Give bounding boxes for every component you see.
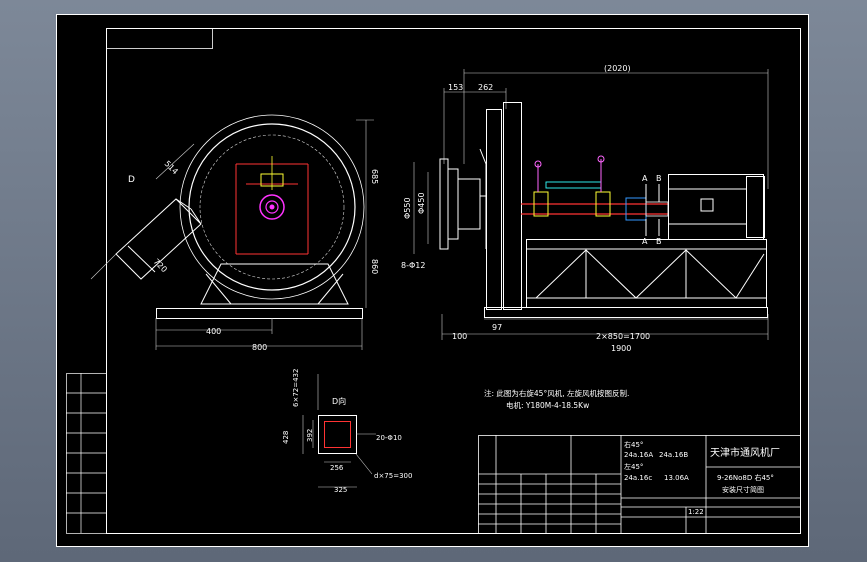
scale: 1:22	[688, 508, 704, 516]
outlet-duct	[115, 198, 202, 280]
left-record-strip	[66, 373, 107, 534]
fan-casing-side	[479, 102, 522, 310]
casing-outline	[188, 123, 356, 291]
shaft-bearings	[521, 155, 669, 221]
title-block	[478, 435, 801, 534]
front-dim-lines	[90, 119, 374, 350]
detail-title: D向	[332, 396, 346, 406]
side-base-plate	[484, 307, 768, 318]
detail-d-view: D向 6×72=432 428 392 20-Φ10 256 325 d×75=…	[282, 369, 412, 494]
cad-drawing: 514 720 685 860 400 800 D	[56, 14, 809, 547]
view-mark-d: D	[128, 175, 135, 185]
spec-right-45: 右45°	[624, 440, 643, 449]
section-b-top: B	[656, 174, 662, 183]
detail-dim-top: 6×72=432	[292, 369, 300, 407]
dim-514: 514	[163, 159, 180, 176]
dim-400: 400	[206, 327, 221, 336]
truss-frame	[526, 239, 767, 308]
front-view: 514 720 685 860 400 800 D	[90, 114, 379, 352]
section-marks	[645, 184, 660, 236]
model-number: 9-26No8D 右45°	[717, 473, 774, 482]
dim-685: 685	[370, 169, 379, 184]
dim-97: 97	[492, 323, 502, 332]
note-line-2: 电机: Y180M-4-18.5Kw	[506, 400, 589, 410]
side-dim-lines	[413, 69, 769, 340]
impeller-outline	[199, 134, 345, 280]
section-a-top: A	[642, 174, 648, 183]
casing-volute	[179, 114, 365, 300]
dim-262: 262	[478, 83, 493, 92]
dim-800: 800	[252, 343, 267, 352]
detail-dim-256: 256	[330, 464, 344, 472]
side-view: (2020) 153 262 Φ550 Φ450 8-Φ12 A B A B 1…	[401, 64, 769, 353]
base-frame	[200, 263, 349, 305]
note-line-1: 注: 此图为右旋45°风机, 左旋风机按图反制.	[484, 388, 629, 398]
detail-inner-opening	[324, 421, 351, 448]
base-plate	[156, 308, 363, 319]
detail-outer-flange	[318, 415, 357, 454]
detail-holes: 20-Φ10	[376, 434, 402, 442]
detail-dim-pitch: d×75=300	[374, 472, 412, 480]
drawing-sheet: 514 720 685 860 400 800 D	[56, 14, 809, 547]
section-b-bottom: B	[656, 237, 662, 246]
detail-dim-lines	[302, 374, 376, 488]
corner-box	[106, 28, 213, 49]
drawing-title: 安装尺寸简图	[722, 485, 764, 494]
dim-153: 153	[448, 83, 463, 92]
detail-dim-428: 428	[282, 431, 290, 444]
spec-c: 24a.16c	[624, 474, 652, 482]
section-a-bottom: A	[642, 237, 648, 246]
dim-2x850: 2×850=1700	[596, 332, 650, 341]
spec-a: 24a.16A	[624, 451, 653, 459]
dim-100: 100	[452, 332, 467, 341]
dim-2020: (2020)	[604, 64, 631, 73]
spec-d: 13.06A	[664, 474, 689, 482]
dim-1900: 1900	[611, 344, 631, 353]
dim-phi550: Φ550	[403, 197, 412, 219]
inner-border	[106, 28, 801, 534]
outer-border	[56, 14, 809, 547]
spec-left-45: 左45°	[624, 462, 643, 471]
spec-b: 24a.16B	[659, 451, 688, 459]
company-name: 天津市通风机厂	[710, 446, 780, 459]
detail-dim-392: 392	[306, 429, 314, 442]
dim-phi450: Φ450	[417, 192, 426, 214]
hub	[259, 194, 285, 220]
inlet-flange	[439, 158, 481, 250]
dim-holes: 8-Φ12	[401, 261, 425, 270]
dim-860: 860	[370, 259, 379, 274]
motor	[668, 174, 765, 240]
detail-dim-325: 325	[334, 486, 347, 494]
